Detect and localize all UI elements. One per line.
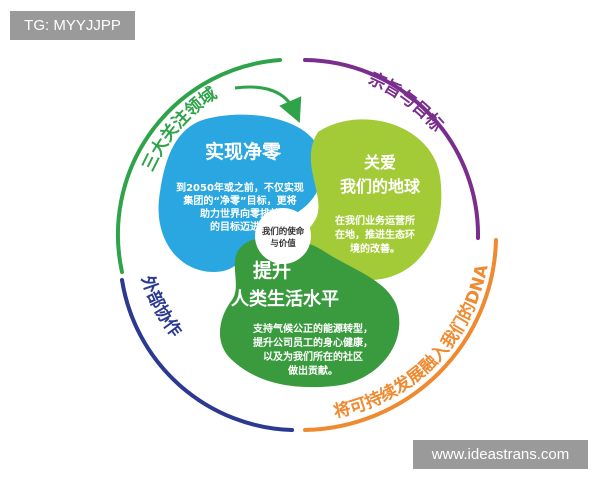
- petal-net-zero-line-3: 助力世界向零排放: [200, 207, 281, 220]
- ring-arc-green: [116, 58, 282, 274]
- center-line-1: 我们的使命: [262, 226, 305, 237]
- petal-living-line-3: 以及为我们所在的社区: [263, 350, 363, 363]
- petal-planet-line-2: 在地，推进生态环: [335, 228, 415, 241]
- petal-planet-line-1: 在我们业务运营所: [335, 214, 415, 227]
- petal-net-zero-line-2: 集团的“净零”目标，更将: [182, 194, 296, 207]
- petal-planet-title-1: 关爱: [364, 153, 396, 172]
- petal-planet: [301, 119, 442, 281]
- tag-label: TG: MYYJJPP: [10, 11, 135, 40]
- watermark-label: www.ideastrans.com: [413, 440, 588, 469]
- center-line-2: 与价值: [270, 238, 296, 249]
- petal-living: [219, 236, 400, 388]
- curved-arrow-icon: [234, 85, 302, 124]
- petal-living-line-4: 做出贡献。: [287, 364, 338, 377]
- ring-arc-navy: [120, 278, 294, 432]
- ring-arc-orange: [303, 238, 498, 432]
- petal-net-zero-title: 实现净零: [205, 140, 282, 163]
- center-circle: [255, 208, 311, 264]
- petal-planet-title-2: 我们的地球: [340, 177, 421, 196]
- petal-net-zero-line-4: 的目标迈进。: [210, 220, 270, 233]
- ring-label-collaboration: 外部协作: [137, 273, 186, 341]
- ring-arc-purple: [303, 58, 481, 240]
- petal-living-title-1: 提升: [253, 259, 291, 282]
- petal-net-zero-line-1: 到2050年或之前，不仅实现: [176, 181, 304, 194]
- petal-net-zero: [158, 114, 323, 272]
- petal-living-line-2: 提升公司员工的身心健康，: [253, 336, 373, 349]
- petal-living-title-2: 人类生活水平: [231, 288, 339, 310]
- petal-living-line-1: 支持气候公正的能源转型，: [252, 322, 373, 335]
- petal-planet-line-3: 境的改善。: [350, 242, 400, 255]
